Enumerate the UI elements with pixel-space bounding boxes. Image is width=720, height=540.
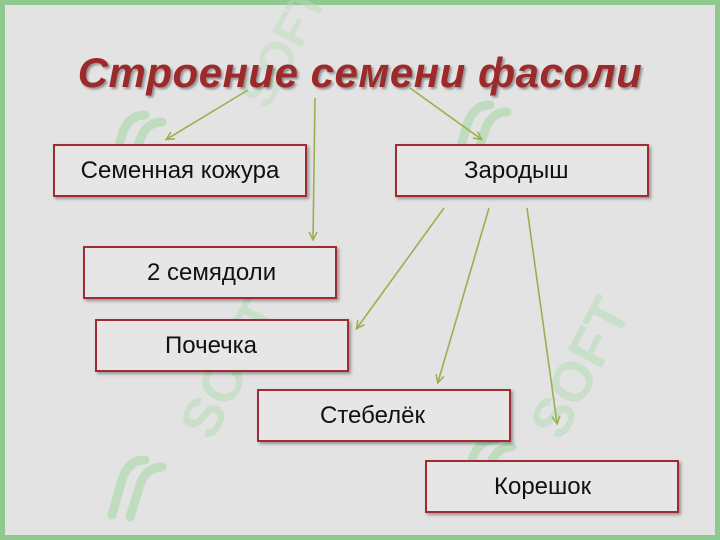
- arrow-embryo-to-stem: [438, 207, 490, 382]
- arrow-title-to-seed-coat: [167, 89, 249, 139]
- node-stem: Стебелёк: [257, 389, 511, 442]
- arrow-title-to-embryo: [409, 87, 481, 139]
- connector-arrows: [5, 87, 715, 535]
- arrow-title-to-cotyledons: [313, 97, 315, 239]
- arrow-embryo-to-root: [526, 207, 557, 423]
- node-embryo: Зародыш: [395, 144, 649, 197]
- node-embryo-label: Зародыш: [464, 157, 569, 184]
- arrow-embryo-to-bud: [357, 207, 445, 328]
- node-root: Корешок: [425, 460, 679, 513]
- node-bud-label: Почечка: [165, 332, 258, 359]
- node-seed-coat: Семенная кожура: [53, 144, 307, 197]
- node-root-label: Корешок: [494, 473, 592, 500]
- node-stem-label: Стебелёк: [320, 402, 426, 429]
- node-cotyledons-label: 2 семядоли: [147, 259, 277, 286]
- node-seed-coat-label: Семенная кожура: [80, 157, 280, 184]
- diagram-title: Строение семени фасоли: [77, 49, 643, 96]
- node-cotyledons: 2 семядоли: [83, 246, 337, 299]
- node-bud: Почечка: [95, 319, 349, 372]
